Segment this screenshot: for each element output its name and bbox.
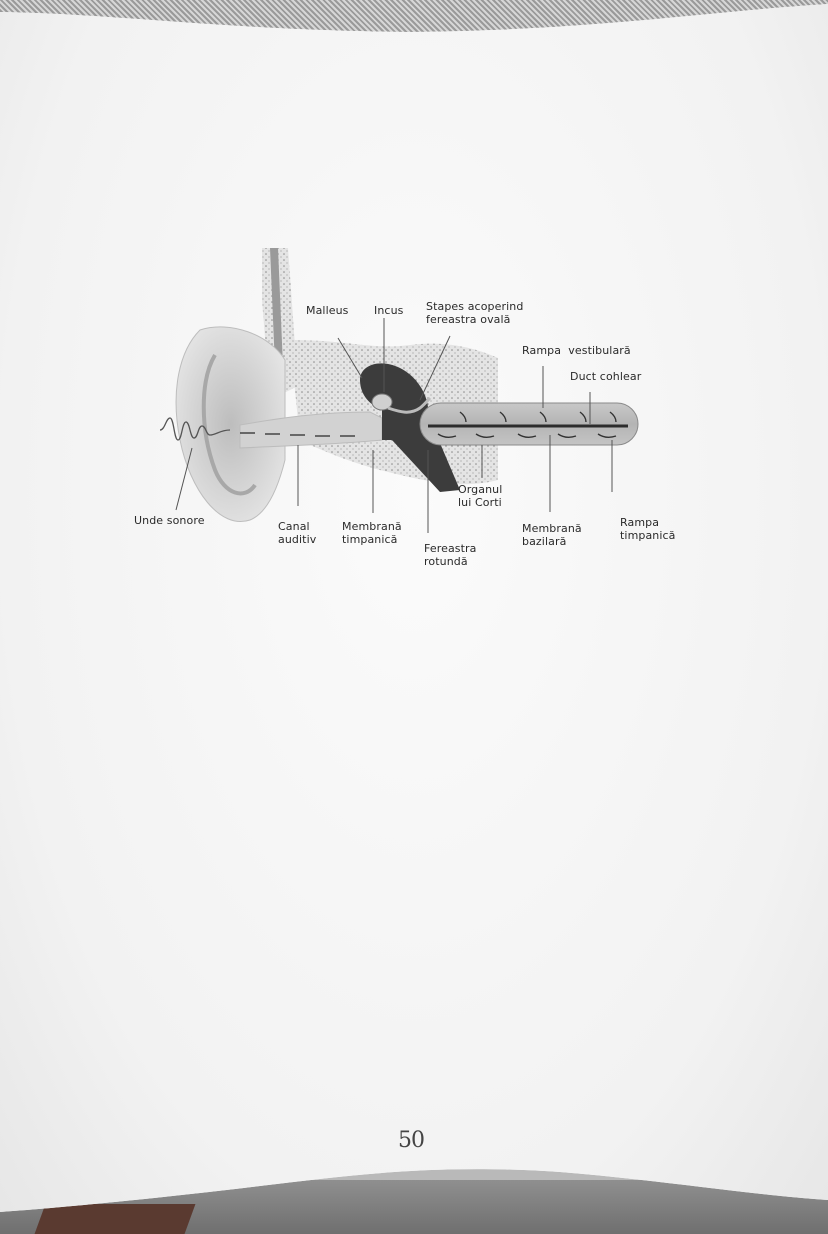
label-membrana-bazilara: Membrană bazilară: [522, 522, 582, 548]
label-canal-auditiv: Canal auditiv: [278, 520, 317, 546]
label-membrana-timpanica: Membrană timpanică: [342, 520, 402, 546]
label-organul-lui-corti: Organul lui Corti: [458, 483, 503, 509]
ear-diagram-illustration: [120, 240, 700, 580]
label-malleus: Malleus: [306, 304, 349, 317]
label-unde-sonore: Unde sonore: [134, 514, 205, 527]
ear-anatomy-figure: Malleus Incus Stapes acoperind fereastra…: [120, 240, 700, 580]
background-object: [34, 1204, 196, 1234]
label-duct-cohlear: Duct cohlear: [570, 370, 642, 383]
label-incus: Incus: [374, 304, 404, 317]
label-rampa-timpanica: Rampa timpanică: [620, 516, 676, 542]
page-number: 50: [398, 1128, 424, 1153]
label-fereastra-rotunda: Fereastra rotundă: [424, 542, 477, 568]
label-stapes: Stapes acoperind fereastra ovală: [426, 300, 524, 326]
label-rampa-vestibulara: Rampa vestibulară: [522, 344, 631, 357]
